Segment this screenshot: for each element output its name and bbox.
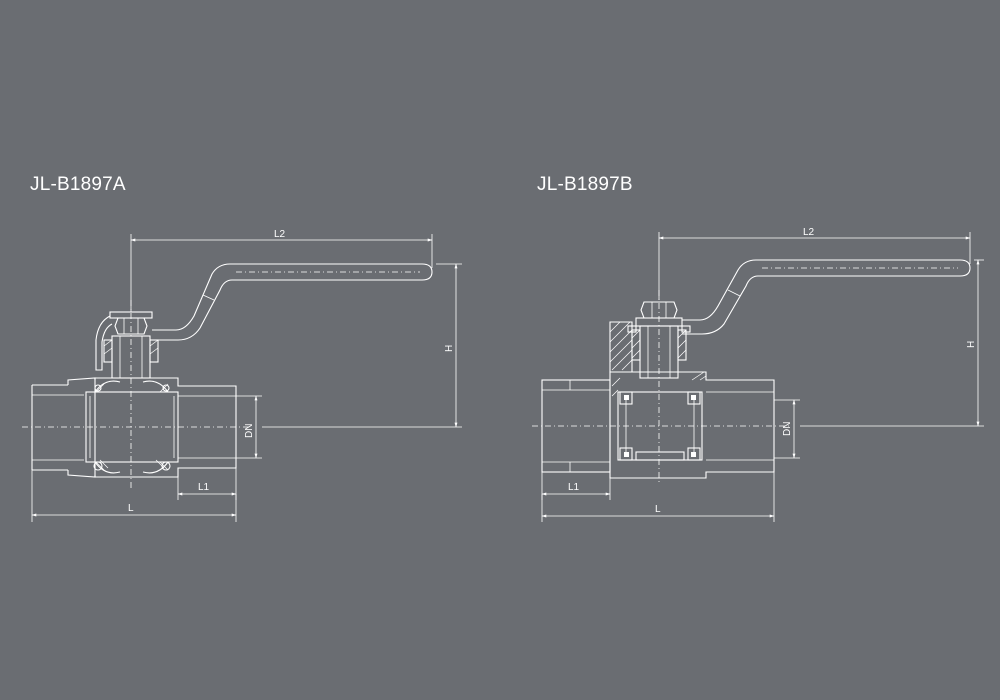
valve-a-title: JL-B1897A <box>30 174 126 195</box>
valve-b-l1-label: L1 <box>568 482 580 493</box>
valve-b-dim-h: H <box>800 259 984 427</box>
valve-a-l2-label: L2 <box>274 229 286 240</box>
valve-b-l-label: L <box>655 504 661 515</box>
valve-b-dn-label: DN <box>782 422 793 436</box>
valve-b-dim-dn: DN <box>774 399 800 459</box>
valve-b-handle <box>682 259 971 335</box>
valve-b-stem <box>627 301 691 379</box>
valve-b-drawing: L2 H DN L1 L <box>532 227 984 522</box>
valve-b-title: JL-B1897B <box>537 174 633 195</box>
valve-a-dim-l2: L2 <box>130 229 433 312</box>
valve-a-drawing: L2 H DN L1 L <box>22 229 462 522</box>
valve-a-l-label: L <box>128 503 134 514</box>
valve-a-dim-dn: DN <box>236 395 262 459</box>
valve-b-dim-l2: L2 <box>658 227 971 300</box>
valve-a-dim-l1: L1 <box>177 468 237 500</box>
valve-a-body <box>85 377 237 478</box>
valve-b-l2-label: L2 <box>803 227 815 238</box>
valve-a-h-label: H <box>444 345 455 352</box>
valve-a-l1-label: L1 <box>198 482 210 493</box>
valve-a-dim-l: L <box>31 470 237 522</box>
valve-b-dim-l: L <box>541 472 775 522</box>
valve-a-handle <box>95 263 433 371</box>
valve-b-h-label: H <box>966 341 977 348</box>
valve-a-dim-h: H <box>262 263 462 428</box>
valve-b-dim-l1: L1 <box>541 472 611 500</box>
valve-a-dn-label: DN <box>244 424 255 438</box>
